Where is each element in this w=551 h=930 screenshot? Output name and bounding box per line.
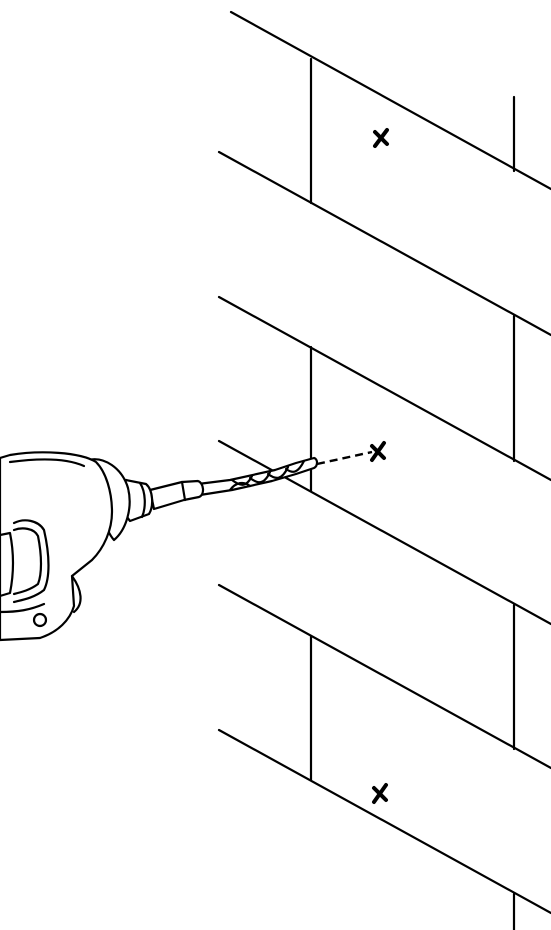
wall-diagonal-line-3 (217, 295, 551, 482)
power-drill-icon (0, 451, 319, 642)
wall-diagonal-line-5 (217, 583, 551, 770)
wall-diagonal-line-4 (217, 439, 551, 626)
x-mark-icon (373, 128, 389, 148)
wall-diagonal-line-1 (229, 10, 551, 191)
x-mark-icon (370, 441, 386, 462)
x-mark-icon (372, 783, 388, 804)
wall-diagonal-line-6 (217, 728, 551, 915)
drill-guide-dashed-line (316, 450, 373, 466)
wall-diagonal-line-2 (217, 150, 551, 337)
